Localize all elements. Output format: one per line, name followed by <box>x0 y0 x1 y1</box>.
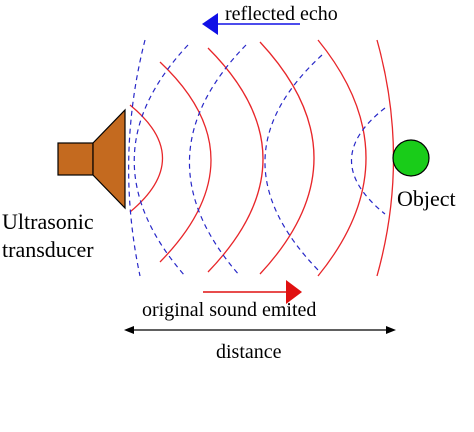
echo-wave <box>351 107 386 215</box>
distance-arrow-head-left <box>124 326 134 334</box>
outgoing-wave <box>317 39 367 277</box>
outgoing-wave <box>129 104 163 213</box>
outgoing-wave <box>259 41 315 275</box>
echo-waves <box>128 39 386 277</box>
transducer-label-line1: Ultrasonic <box>2 209 94 234</box>
distance-label: distance <box>216 341 282 363</box>
outgoing-wave <box>207 47 264 273</box>
ultrasonic-transducer <box>57 108 126 210</box>
distance-arrow-head-right <box>386 326 396 334</box>
transducer-label: Ultrasonic transducer <box>2 208 94 264</box>
transducer-body <box>57 142 94 176</box>
emitted-arrow-head <box>286 280 302 304</box>
object-sphere <box>392 139 430 177</box>
echo-wave <box>133 44 189 277</box>
distance-arrow <box>124 326 396 334</box>
outgoing-wave <box>376 39 395 277</box>
transducer-horn <box>92 108 126 210</box>
object-label: Object <box>397 186 456 211</box>
outgoing-waves <box>129 39 395 277</box>
outgoing-wave <box>159 61 212 263</box>
original-sound-label: original sound emited <box>142 299 317 321</box>
echo-wave <box>128 39 146 277</box>
emitted-arrow <box>203 280 302 304</box>
reflected-echo-label: reflected echo <box>225 3 338 25</box>
transducer-label-line2: transducer <box>2 237 94 262</box>
echo-wave <box>264 54 323 271</box>
echo-arrow <box>202 13 300 35</box>
echo-arrow-head <box>202 13 218 35</box>
echo-wave <box>188 44 247 277</box>
